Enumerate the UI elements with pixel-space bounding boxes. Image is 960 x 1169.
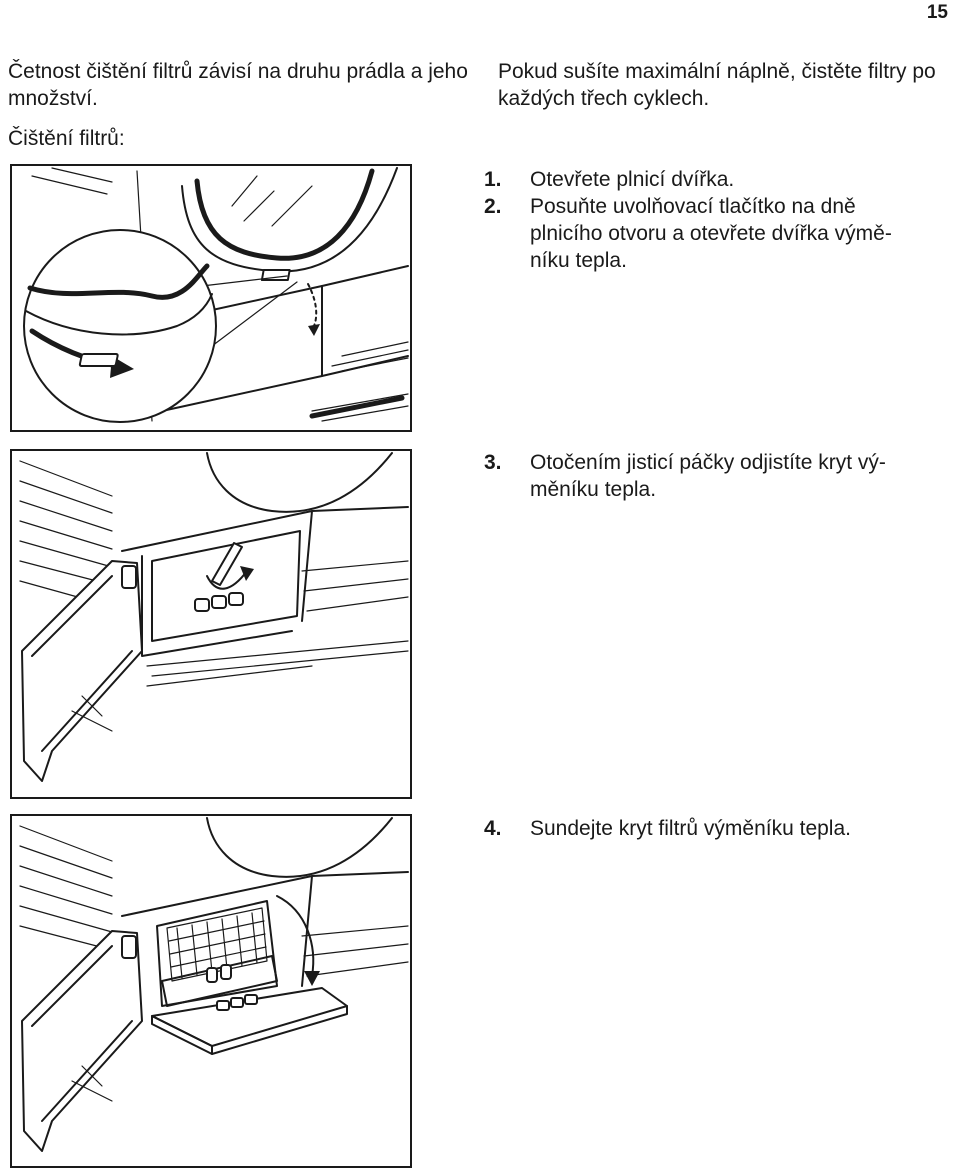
step-text-cont: měníku tepla. bbox=[530, 478, 657, 501]
step-text: Sundejte kryt filtrů výměníku tepla. bbox=[530, 817, 851, 840]
step-2: 2. Posuňte uvolňovací tlačítko na dně pln… bbox=[484, 193, 944, 274]
page-number: 15 bbox=[926, 2, 948, 23]
step-text: Posuňte uvolňovací tlačítko na dně bbox=[530, 195, 856, 218]
step-text-cont: níku tepla. bbox=[530, 249, 627, 272]
intro-left-text: Četnost čištění filtrů závisí na druhu p… bbox=[8, 60, 468, 110]
step-1: 1. Otevřete plnicí dvířka. bbox=[484, 166, 944, 193]
step-number: 1. bbox=[484, 168, 502, 191]
step-4: 4. Sundejte kryt filtrů výměníku tepla. bbox=[484, 815, 944, 842]
illustration-remove-cover bbox=[10, 814, 412, 1168]
step-text: Otevřete plnicí dvířka. bbox=[530, 168, 735, 191]
intro-right-text: Pokud sušíte maximální náplně, čistěte f… bbox=[498, 60, 936, 110]
step-text-cont: plnicího otvoru a otevřete dvířka výmě- bbox=[530, 222, 892, 245]
step-number: 4. bbox=[484, 817, 502, 840]
illustration-unlock-lever bbox=[10, 449, 412, 799]
step-number: 2. bbox=[484, 195, 502, 218]
section-label: Čištění filtrů: bbox=[8, 127, 125, 150]
step-number: 3. bbox=[484, 451, 502, 474]
step-text: Otočením jisticí páčky odjistíte kryt vý… bbox=[530, 451, 886, 474]
step-3: 3. Otočením jisticí páčky odjistíte kryt … bbox=[484, 449, 944, 503]
illustration-open-door bbox=[10, 164, 412, 432]
